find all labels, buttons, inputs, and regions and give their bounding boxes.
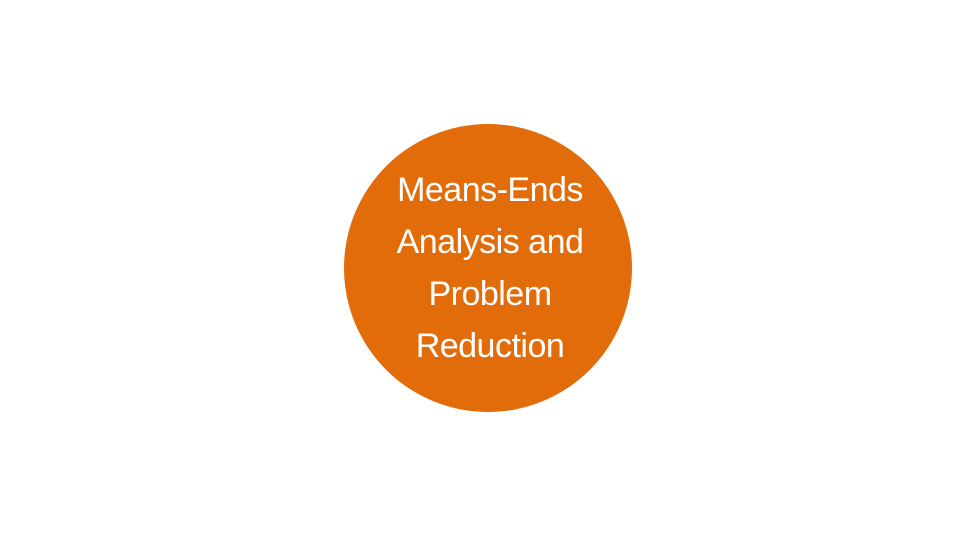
title-line-3: Problem: [428, 275, 552, 313]
slide-title: Means-Ends Analysis and Problem Reductio…: [376, 164, 600, 372]
title-line-1: Means-Ends: [397, 171, 583, 209]
title-line-2: Analysis and: [396, 223, 584, 261]
title-line-4: Reduction: [415, 327, 565, 365]
title-circle: Means-Ends Analysis and Problem Reductio…: [344, 124, 632, 412]
